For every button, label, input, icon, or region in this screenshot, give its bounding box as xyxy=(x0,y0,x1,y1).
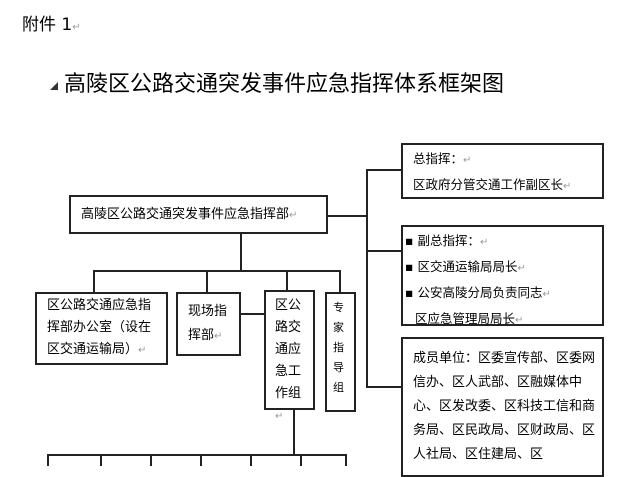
connector xyxy=(100,454,102,466)
connector xyxy=(326,215,367,217)
headquarters-box: 高陵区公路交通突发事件应急指挥部↵ xyxy=(69,195,328,234)
connector xyxy=(366,169,368,387)
connector xyxy=(345,454,347,466)
connector xyxy=(293,409,295,456)
connector xyxy=(250,454,252,466)
connector xyxy=(366,386,401,388)
connector xyxy=(206,270,208,292)
deputy-commander-box: ▪ 副总指挥：↵ ▪ 区交通运输局局长↵ ▪ 公安高陵分局负责同志↵ 区应急管理… xyxy=(401,225,604,326)
expert-group-box: 专家指导组 xyxy=(325,292,356,412)
connector xyxy=(93,270,95,292)
connector xyxy=(300,454,302,466)
connector xyxy=(47,454,49,466)
commander-box: 总指挥：↵ 区政府分管交通工作副区长↵ xyxy=(401,143,604,199)
attachment-label: 附件 1↵ xyxy=(22,15,81,35)
connector xyxy=(339,270,341,292)
connector xyxy=(93,270,341,272)
member-units-box: 成员单位：区委宣传部、区委网信办、区人武部、区融媒体中心、区发改委、区科技工信和… xyxy=(401,337,604,477)
connector xyxy=(366,250,401,252)
office-box: 区公路交通应急指挥部办公室（设在区交通运输局）↵ xyxy=(35,292,168,365)
connector xyxy=(240,233,242,272)
connector xyxy=(286,270,288,292)
connector xyxy=(366,169,401,171)
connector xyxy=(150,454,152,466)
work-group-box: 区公路交通应急工作组↵ xyxy=(264,290,315,422)
page-title: 高陵区公路交通突发事件应急指挥体系框架图 xyxy=(64,72,505,97)
connector xyxy=(240,313,264,315)
connector xyxy=(47,454,347,456)
heading-marker-icon xyxy=(50,82,58,90)
onsite-command-box: 现场指挥部↵ xyxy=(176,292,241,356)
connector xyxy=(200,454,202,466)
